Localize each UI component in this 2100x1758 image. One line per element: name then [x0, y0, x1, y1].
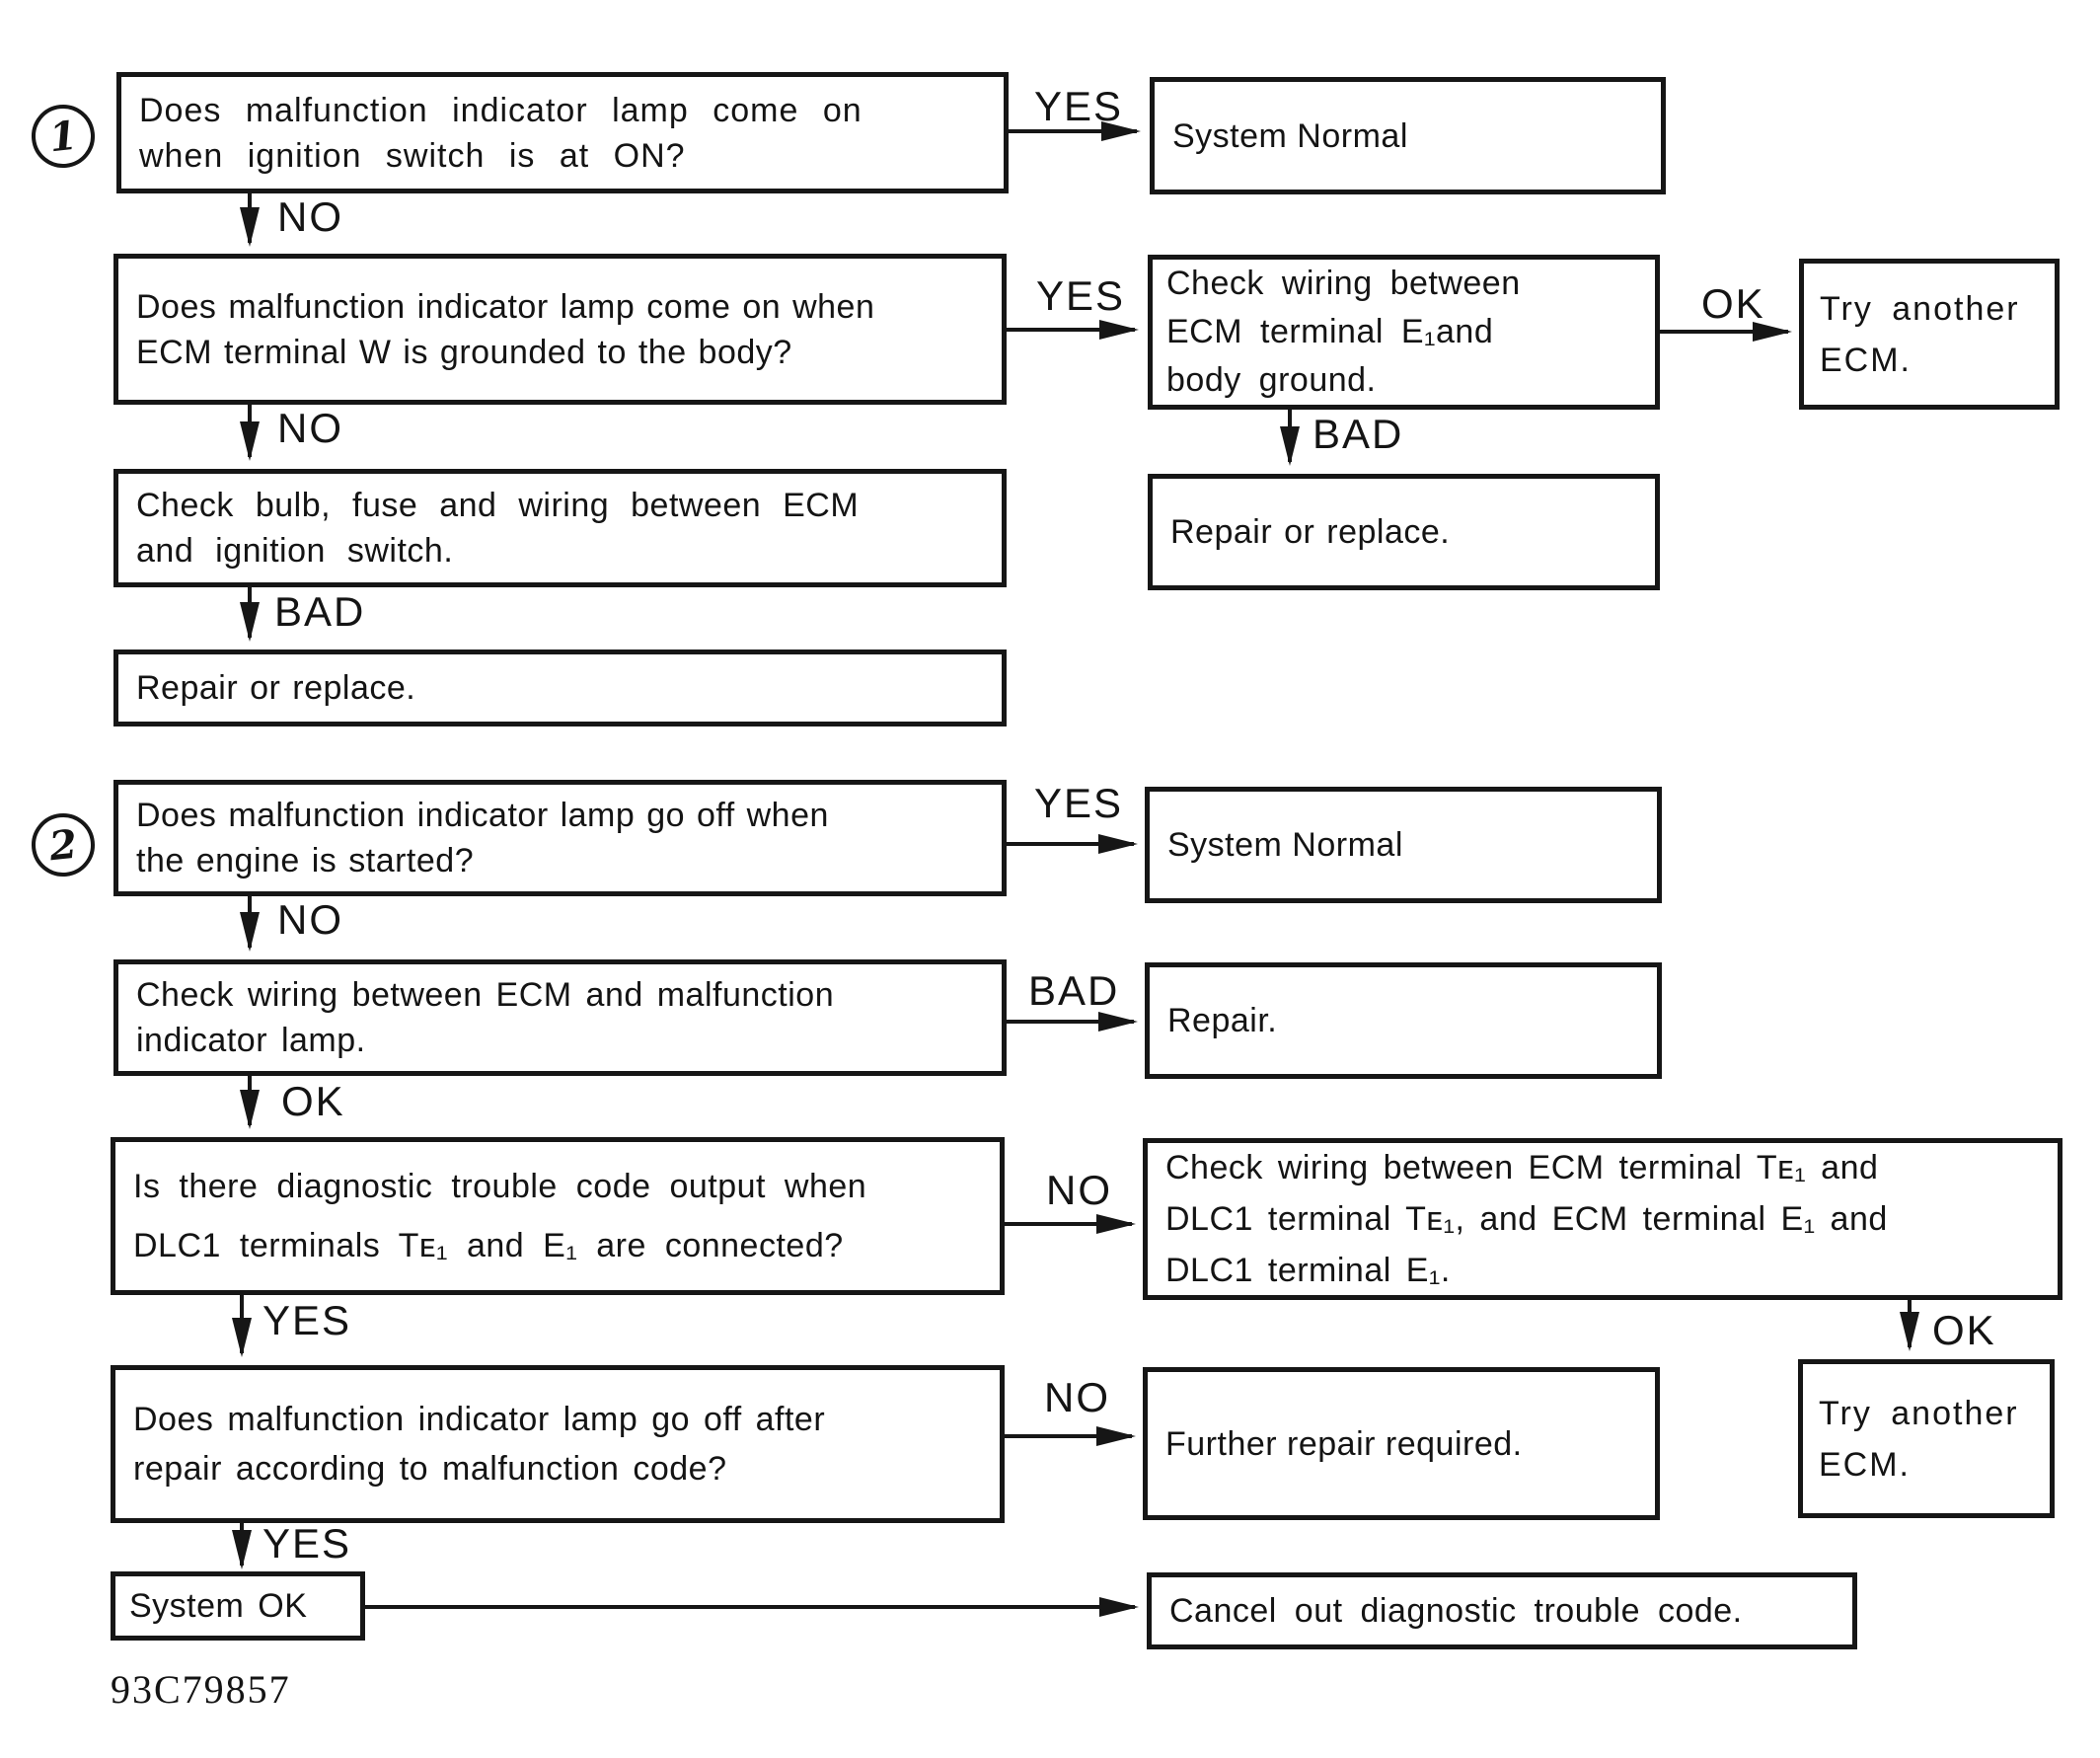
- flow-box-text: Check wiring between ECM and malfunction…: [136, 976, 835, 1059]
- flow-box-text: Check bulb, fuse and wiring between ECM …: [136, 487, 860, 570]
- connector-label-q1-no: NO: [277, 193, 343, 240]
- flow-box-system-normal-1: System Normal: [1150, 77, 1666, 194]
- flow-box-try-another-ecm-1: Try another ECM.: [1799, 259, 2060, 410]
- connector-label-q1-yes: YES: [1034, 83, 1124, 129]
- figure-code: 93C79857: [111, 1667, 291, 1712]
- flow-box-system-normal-2: System Normal: [1145, 787, 1662, 903]
- flow-box-text: Further repair required.: [1165, 1424, 1523, 1463]
- connector-label-q3-yes: YES: [1034, 780, 1124, 826]
- flow-box-lamp-on-at-ignition: Does malfunction indicator lamp come on …: [116, 72, 1009, 193]
- flow-box-check-bulb-fuse-wiring: Check bulb, fuse and wiring between ECM …: [113, 469, 1007, 587]
- connector-label-q4-no: NO: [1046, 1167, 1112, 1213]
- flow-box-repair-or-replace-right: Repair or replace.: [1148, 474, 1660, 590]
- flow-box-cancel-dtc: Cancel out diagnostic trouble code.: [1147, 1572, 1857, 1649]
- connector-label-bulb-bad: BAD: [274, 588, 366, 635]
- flow-box-repair-or-replace-left: Repair or replace.: [113, 650, 1007, 726]
- connector-label-q3-no: NO: [277, 896, 343, 943]
- flow-box-text: System OK: [129, 1587, 308, 1625]
- flow-box-text: System Normal: [1167, 826, 1403, 864]
- step-1-number: 1: [46, 112, 80, 161]
- connector-label-e1-bad: BAD: [1312, 411, 1404, 457]
- connector-label-e1-ok: OK: [1701, 280, 1765, 327]
- flow-box-further-repair-required: Further repair required.: [1143, 1367, 1660, 1520]
- flow-box-text: Try another ECM.: [1820, 289, 2020, 379]
- step-2-badge: 2: [28, 809, 99, 880]
- flow-box-lamp-off-after-repair: Does malfunction indicator lamp go off a…: [111, 1365, 1005, 1523]
- flow-box-text: Does malfunction indicator lamp go off w…: [136, 797, 829, 879]
- connector-label-q2-no: NO: [277, 405, 343, 451]
- flow-box-check-wiring-e1-body-ground: Check wiring between ECM terminal E₁and …: [1148, 255, 1660, 410]
- flow-box-text: Does malfunction indicator lamp go off a…: [133, 1401, 826, 1488]
- flow-box-text: System Normal: [1172, 116, 1408, 155]
- connector-label-mil-bad: BAD: [1028, 967, 1120, 1014]
- step-1-badge: 1: [28, 101, 99, 172]
- flow-box-text: Repair or replace.: [1170, 513, 1451, 551]
- step-2-number: 2: [46, 820, 80, 870]
- flow-box-check-wiring-te1-e1: Check wiring between ECM terminal Tᴇ₁ an…: [1143, 1138, 2062, 1300]
- connector-label-te1-ok: OK: [1932, 1307, 1996, 1353]
- flow-box-text: Repair or replace.: [136, 669, 416, 707]
- flow-box-text: Does malfunction indicator lamp come on …: [136, 287, 875, 371]
- flow-box-repair: Repair.: [1145, 962, 1662, 1079]
- flow-box-text: Try another ECM.: [1819, 1394, 2019, 1484]
- flow-box-check-wiring-ecm-mil: Check wiring between ECM and malfunction…: [113, 959, 1007, 1076]
- connector-label-q5-no: NO: [1044, 1374, 1110, 1420]
- flow-box-text: Does malfunction indicator lamp come on …: [139, 91, 862, 175]
- flow-box-try-another-ecm-2: Try another ECM.: [1798, 1359, 2055, 1518]
- connector-label-mil-ok: OK: [281, 1078, 345, 1124]
- flow-box-text: Check wiring between ECM terminal E₁and …: [1166, 265, 1521, 399]
- flow-box-text: Is there diagnostic trouble code output …: [133, 1168, 867, 1264]
- connector-label-q2-yes: YES: [1036, 272, 1126, 319]
- flow-box-lamp-off-engine-started: Does malfunction indicator lamp go off w…: [113, 780, 1007, 896]
- flow-box-dtc-output-dlc1: Is there diagnostic trouble code output …: [111, 1137, 1005, 1295]
- flow-box-lamp-on-terminal-w-grounded: Does malfunction indicator lamp come on …: [113, 254, 1007, 405]
- flow-box-text: Repair.: [1167, 1002, 1278, 1039]
- connector-label-q5-yes: YES: [262, 1520, 352, 1567]
- flow-box-system-ok: System OK: [111, 1571, 365, 1641]
- flow-box-text: Cancel out diagnostic trouble code.: [1169, 1592, 1743, 1630]
- connector-label-q4-yes: YES: [262, 1297, 352, 1343]
- flow-box-text: Check wiring between ECM terminal Tᴇ₁ an…: [1165, 1149, 1888, 1289]
